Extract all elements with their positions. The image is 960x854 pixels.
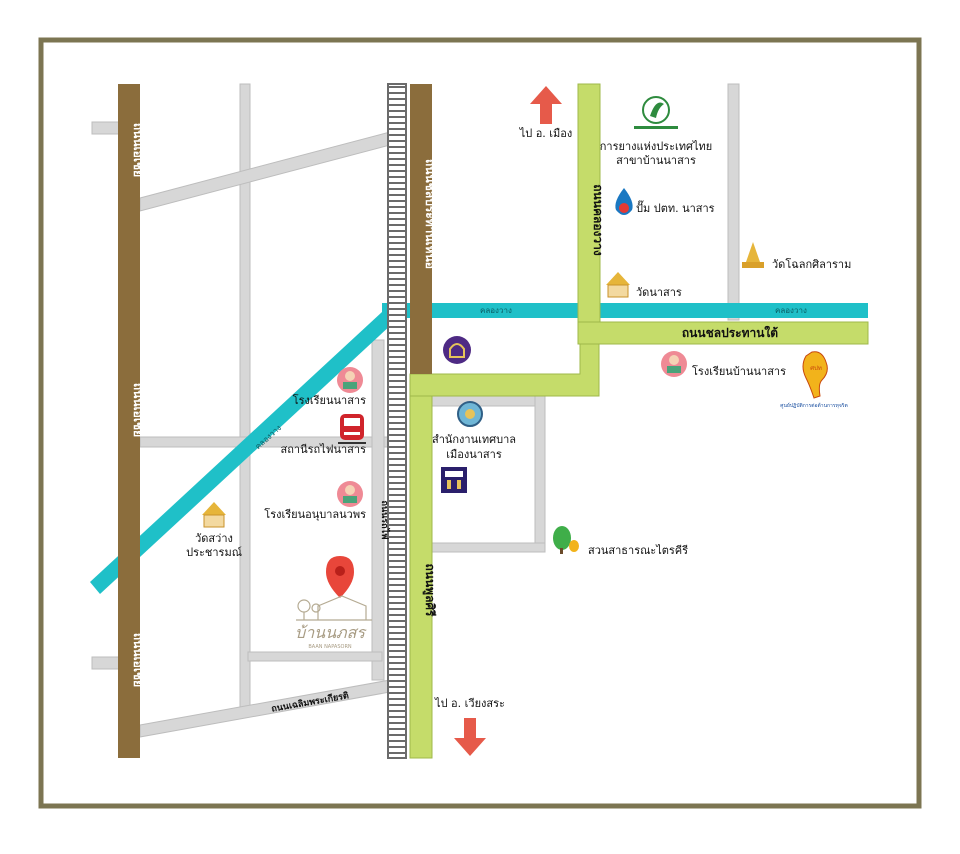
road-label-khlong-wa: ถนนคลองวาง	[591, 184, 605, 256]
gsb-logo-icon	[441, 467, 467, 493]
canal-label-3: คลองวาง	[775, 306, 807, 315]
road-label-asia-1: ถนนเอเชีย	[131, 123, 145, 177]
fuel-drop-icon	[615, 188, 633, 215]
map-pin-icon	[326, 556, 354, 598]
direction-south-label: ไป อ. เวียงสระ	[434, 697, 505, 710]
road-label-south: ถนนชลประทานใต้	[682, 325, 778, 340]
road-label-asia-3: ถนนเอเชีย	[131, 633, 145, 687]
minor-road-municipal-right	[534, 395, 546, 553]
railway	[387, 83, 407, 759]
wat-sawang-label-2: ประชารมณ์	[186, 546, 242, 559]
south-road	[577, 321, 869, 345]
home-sub: BAAN NAPASORN	[308, 644, 352, 650]
school-teacher-icon-nasan	[337, 367, 363, 393]
school-ban-nasan-label: โรงเรียนบ้านนาสาร	[692, 364, 786, 378]
road-label-north: ถนนชลประทานเหนือ	[423, 159, 437, 269]
temple-icon-sawang	[202, 502, 226, 528]
road-label-asia-2: ถนนเอเชีย	[131, 383, 145, 437]
arrow-up-icon	[530, 86, 562, 124]
school-nasan-label: โรงเรียนนาสาร	[293, 393, 366, 407]
thailand-map-logo-icon: ศปท	[802, 351, 828, 399]
map-frame	[38, 37, 922, 809]
temple-icon-olok	[742, 242, 764, 268]
municipal-label-1: สำนักงานเทศบาล	[432, 433, 516, 446]
school-anuban-label: โรงเรียนอนุบาลนวพร	[264, 507, 366, 521]
municipal-label-2: เมืองนาสาร	[446, 448, 502, 461]
north-road	[410, 84, 432, 374]
minor-road-olok	[727, 83, 740, 321]
wat-olok-label: วัดโฉลกศิลาราม	[772, 257, 851, 271]
rubber-authority-label-1: การยางแห่งประเทศไทย	[600, 140, 712, 153]
school-teacher-icon-anuban	[337, 481, 363, 507]
canal: คลองวาง คลองวาง คลองวาง	[90, 303, 868, 594]
home-logo-icon	[296, 595, 372, 621]
minor-road-stub-top	[91, 121, 121, 135]
brown-roads	[118, 84, 432, 758]
home-name: บ้านนภสร	[295, 623, 367, 642]
temple-icon-nasan	[606, 272, 630, 298]
tree-icon	[553, 526, 579, 554]
road-label-rotfai: ถนนรถไฟ	[379, 501, 391, 540]
thailand-logo-caption: ศูนย์ปฏิบัติการต่อต้านการทุจริต	[780, 402, 847, 409]
minor-road-stub-bottom	[91, 656, 121, 670]
minor-road-home	[247, 651, 383, 662]
asia-road	[118, 84, 140, 758]
train-icon	[338, 414, 366, 444]
wat-sawang-label-1: วัดสว่าง	[195, 532, 233, 545]
park-label: สวนสาธารณะไตรคีรี	[588, 544, 688, 557]
minor-road-municipal-top	[431, 395, 541, 407]
canal-label-2: คลองวาง	[480, 306, 512, 315]
wat-nasan-label: วัดนาสาร	[636, 286, 682, 299]
rubber-authority-logo-icon	[634, 96, 678, 129]
green-roads	[409, 83, 869, 759]
arrow-down-icon	[454, 718, 486, 756]
rotfai-road	[371, 339, 385, 681]
minor-road-park	[431, 542, 546, 553]
municipal-seal-icon	[457, 401, 483, 427]
direction-north-label: ไป อ. เมือง	[519, 127, 573, 140]
rubber-authority-label-2: สาขาบ้านนาสาร	[616, 154, 696, 167]
school-teacher-icon-ban-nasan	[661, 351, 687, 377]
minor-roads	[91, 83, 740, 738]
station-label: สถานีรถไฟนาสาร	[281, 443, 367, 456]
ptt-label: ปั๊ม ปตท. นาสาร	[636, 200, 715, 215]
bank-icon	[443, 336, 471, 364]
road-label-phunsiri: ถนนพูลศิรี	[422, 564, 437, 618]
svg-text:ศปท: ศปท	[810, 365, 822, 372]
